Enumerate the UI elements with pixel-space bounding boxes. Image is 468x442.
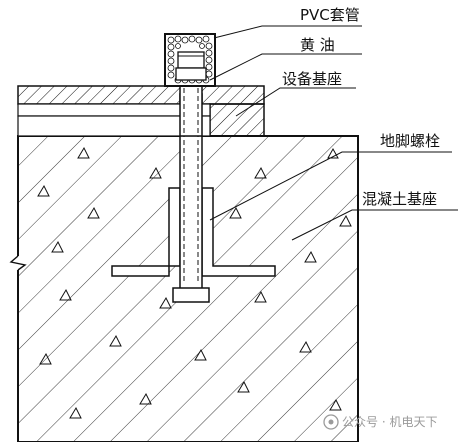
leader-lines <box>209 25 458 241</box>
label-butter: 黄 油 <box>300 36 335 54</box>
watermark-text: 公众号 · 机电天下 <box>342 415 437 429</box>
watermark: 公众号 · 机电天下 <box>323 414 437 430</box>
label-equipment-base: 设备基座 <box>282 70 342 88</box>
equipment-base <box>17 85 265 137</box>
aggregate-marks <box>37 146 352 419</box>
break-line <box>6 255 27 271</box>
label-concrete-base: 混凝土基座 <box>362 190 437 208</box>
pvc-sleeve <box>164 33 216 87</box>
watermark-logo-icon <box>323 414 339 430</box>
anchor-bolt <box>111 93 276 303</box>
label-pvc-sleeve: PVC套管 <box>300 6 360 24</box>
label-anchor-bolt: 地脚螺栓 <box>380 132 440 150</box>
